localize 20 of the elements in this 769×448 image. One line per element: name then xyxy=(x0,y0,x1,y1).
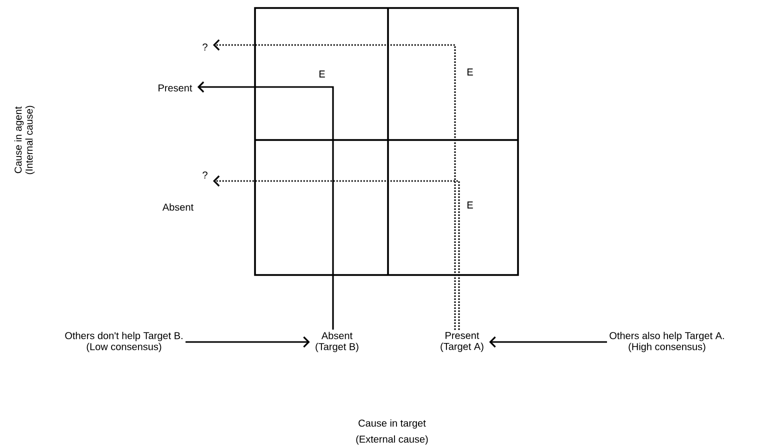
arrow xyxy=(212,175,460,330)
letter-mark: E xyxy=(467,202,473,208)
arrow xyxy=(489,336,607,348)
arrow xyxy=(212,39,456,330)
axis-label: Others don't help Target B. (Low consensus) xyxy=(65,332,182,352)
axis-label: Present xyxy=(158,84,192,92)
arrow xyxy=(186,336,310,348)
letter-mark: E xyxy=(467,68,473,76)
axis-label: (Internal cause) xyxy=(25,106,35,174)
axis-label: Cause in agent xyxy=(14,106,24,174)
question-mark: ? xyxy=(202,172,208,178)
question-mark: ? xyxy=(202,44,208,50)
arrow xyxy=(197,81,334,330)
axis-label: Absent (Target B) xyxy=(316,332,358,352)
axis-label: Absent xyxy=(162,203,194,211)
axis-label: Present (Target A) xyxy=(440,332,484,352)
axis-label: (External cause) xyxy=(356,435,428,445)
axis-label: Others also help Target A. (High consensus) xyxy=(610,332,724,352)
letter-mark: E xyxy=(319,70,325,78)
axis-label: Cause in target xyxy=(358,419,426,429)
